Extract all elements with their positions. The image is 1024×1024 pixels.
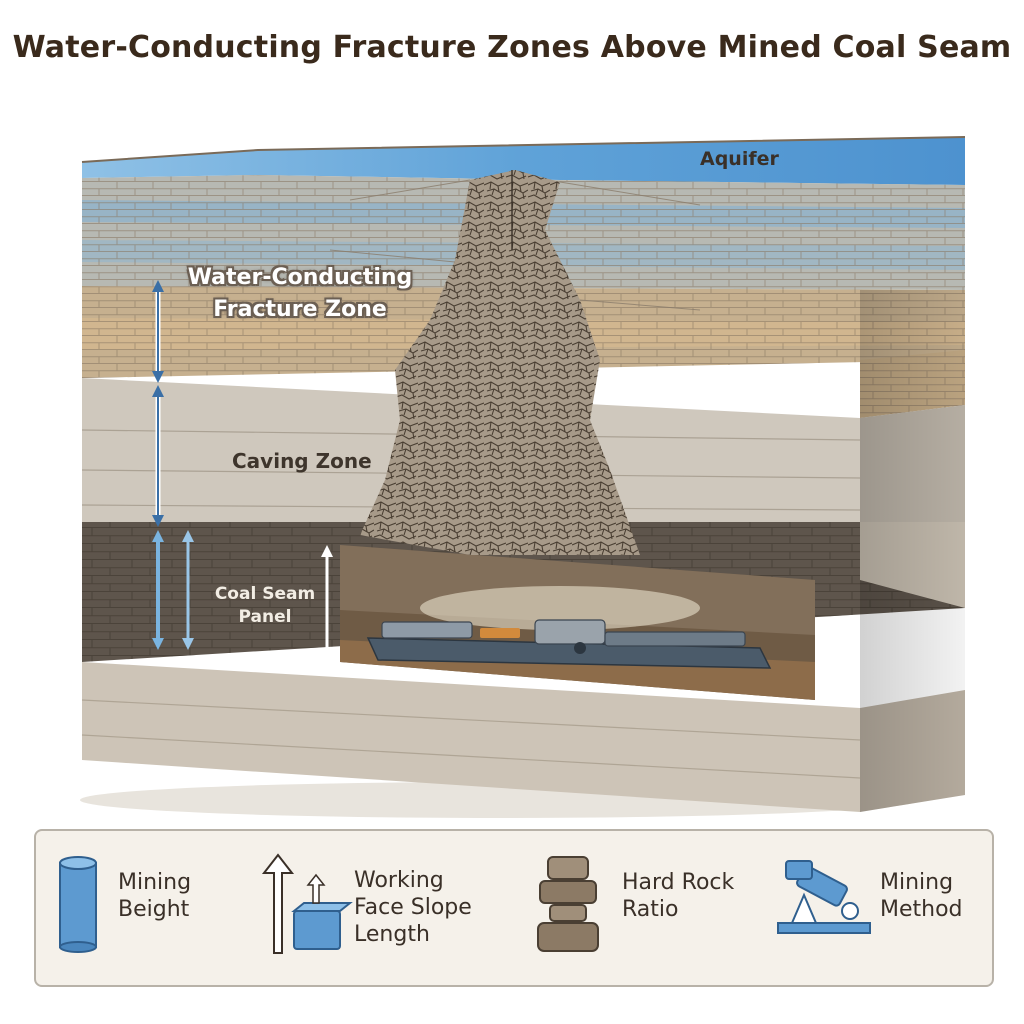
fracture-zone-label-line2: Fracture Zone	[213, 297, 387, 322]
legend-item-mining-method: Mining Method	[766, 831, 992, 985]
cylinder-icon	[59, 856, 97, 953]
legend-line2: Ratio	[622, 897, 679, 922]
legend-line1: Hard Rock	[622, 870, 735, 895]
legend-panel: Mining Beight Working Face Slope Length …	[34, 829, 994, 987]
legend-label: Mining Beight	[118, 869, 191, 923]
legend-line2: Face Slope	[354, 895, 472, 920]
coal-seam-label: Coal Seam Panel	[210, 583, 320, 629]
coal-seam-label-line2: Panel	[238, 607, 292, 627]
legend-line2: Beight	[118, 897, 190, 922]
caving-zone-label: Caving Zone	[232, 449, 372, 473]
up-arrow-block-icon	[261, 853, 353, 954]
caving-zone-height-arrow	[152, 385, 164, 527]
aquifer-surface	[82, 137, 965, 185]
legend-line1: Mining	[880, 870, 954, 895]
mining-machine-icon	[777, 860, 871, 934]
legend-label: Hard Rock Ratio	[622, 869, 734, 923]
legend-item-working-face: Working Face Slope Length	[256, 831, 506, 985]
diagram-title: Water-Conducting Fracture Zones Above Mi…	[12, 30, 1012, 65]
legend-item-mining-height: Mining Beight	[36, 831, 256, 985]
floor-layer	[82, 662, 860, 812]
fracture-zone-label-line1: Water-Conducting	[187, 265, 413, 290]
legend-line1: Working	[354, 868, 444, 893]
aquifer-label: Aquifer	[700, 148, 779, 170]
longwall-equipment	[366, 619, 772, 669]
legend-line3: Length	[354, 922, 430, 947]
fracture-zone-height-arrow	[152, 280, 164, 383]
legend-line2: Method	[880, 897, 963, 922]
stacked-rock-icon	[537, 856, 599, 952]
legend-item-hard-rock: Hard Rock Ratio	[526, 831, 756, 985]
coal-seam-height-arrow-outer	[152, 530, 164, 650]
legend-label: Mining Method	[880, 869, 963, 923]
coal-seam-label-line1: Coal Seam	[214, 584, 316, 604]
coal-seam-height-arrow-inner	[182, 530, 194, 650]
legend-label: Working Face Slope Length	[354, 867, 472, 948]
legend-line1: Mining	[118, 870, 192, 895]
fracture-zone-label: Water-Conducting Fracture Zone	[180, 262, 420, 326]
mining-height-arrow	[321, 545, 333, 663]
